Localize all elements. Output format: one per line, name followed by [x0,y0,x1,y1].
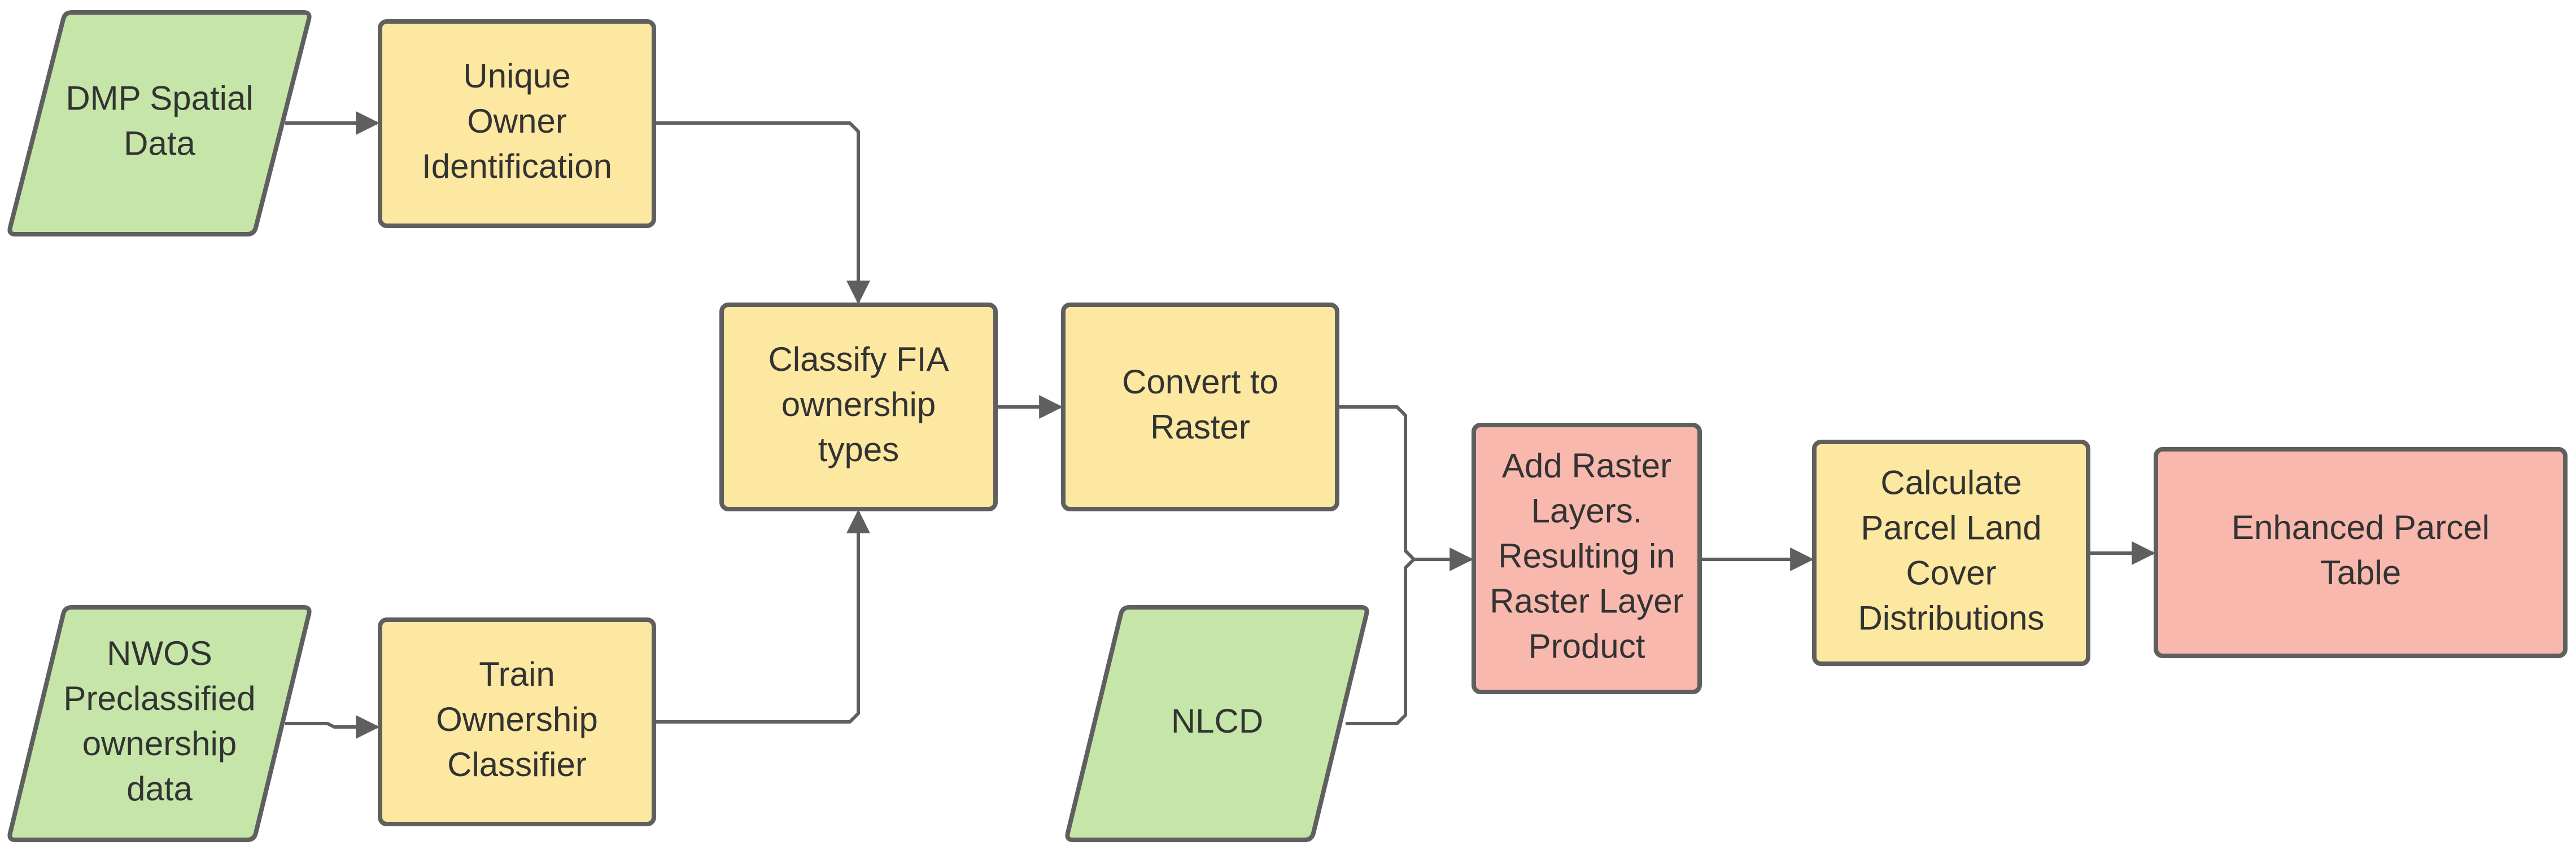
node-nlcd: NLCD [1065,605,1369,842]
node-label-line: Data [124,124,195,162]
node-convert-to-raster: Convert to Raster [1061,303,1339,511]
node-label-line: Resulting in [1498,537,1675,575]
node-nwos-preclassified-ownership-data: NWOS Preclassified ownership data [7,605,312,842]
node-label-line: Cover [1906,554,1996,592]
node-label-line: DMP Spatial [66,79,253,117]
node-label-line: Classifier [447,746,587,783]
rectangle-shape [719,303,998,511]
node-label-line: data [126,770,193,808]
node-label-line: Preclassified [63,680,255,717]
rectangle-shape [378,19,656,228]
node-label-line: Raster Layer [1490,582,1683,620]
parallelogram-shape [7,605,312,842]
node-label-line: Classify FIA [768,340,949,378]
parallelogram-shape [1065,605,1369,842]
node-label-line: Product [1529,627,1645,665]
node-label-line: Enhanced Parcel [2232,509,2490,546]
node-label-line: Distributions [1858,599,2044,637]
arrow-nlcd-to-add-raster-layers [1346,558,1416,725]
rectangle-shape [2154,447,2568,658]
arrow-convert-to-raster-to-add-raster-layers [1337,405,1474,571]
node-label-line: NWOS [107,634,212,672]
node-label-line: Train [479,655,555,693]
node-label-line: Parcel Land [1861,509,2041,546]
rectangle-shape [1812,440,2090,666]
connector-layer [285,111,2156,739]
node-label-line: Layers. [1531,492,1643,529]
node-label-line: types [818,431,899,468]
node-label-line: ownership [781,385,936,423]
node-label-line: Unique [463,57,570,95]
rectangle-shape [1472,423,1702,694]
rectangle-shape [378,617,656,826]
rectangle-shape [1061,303,1339,511]
arrow-train-ownership-classifier-to-classify-fia-ownership-types [654,509,870,724]
node-classify-fia-ownership-types: Classify FIA ownership types [719,303,998,511]
node-label-line: Convert to [1122,363,1278,401]
arrow-unique-owner-identification-to-classify-fia-ownership-types [654,121,870,305]
node-label-line: Identification [422,147,612,185]
node-label-line: Calculate [1880,463,2021,501]
node-label-line: Ownership [436,700,598,738]
node-label-line: Table [2320,554,2401,592]
node-label-line: NLCD [1171,702,1263,740]
node-label-line: ownership [82,725,237,763]
node-label-line: Add Raster [1502,446,1671,484]
parallelogram-shape [7,10,312,236]
node-label-line: Owner [467,102,567,140]
arrow-nwos-preclassified-ownership-data-to-train-ownership-classifier [285,715,380,739]
node-label-line: Raster [1150,408,1250,446]
